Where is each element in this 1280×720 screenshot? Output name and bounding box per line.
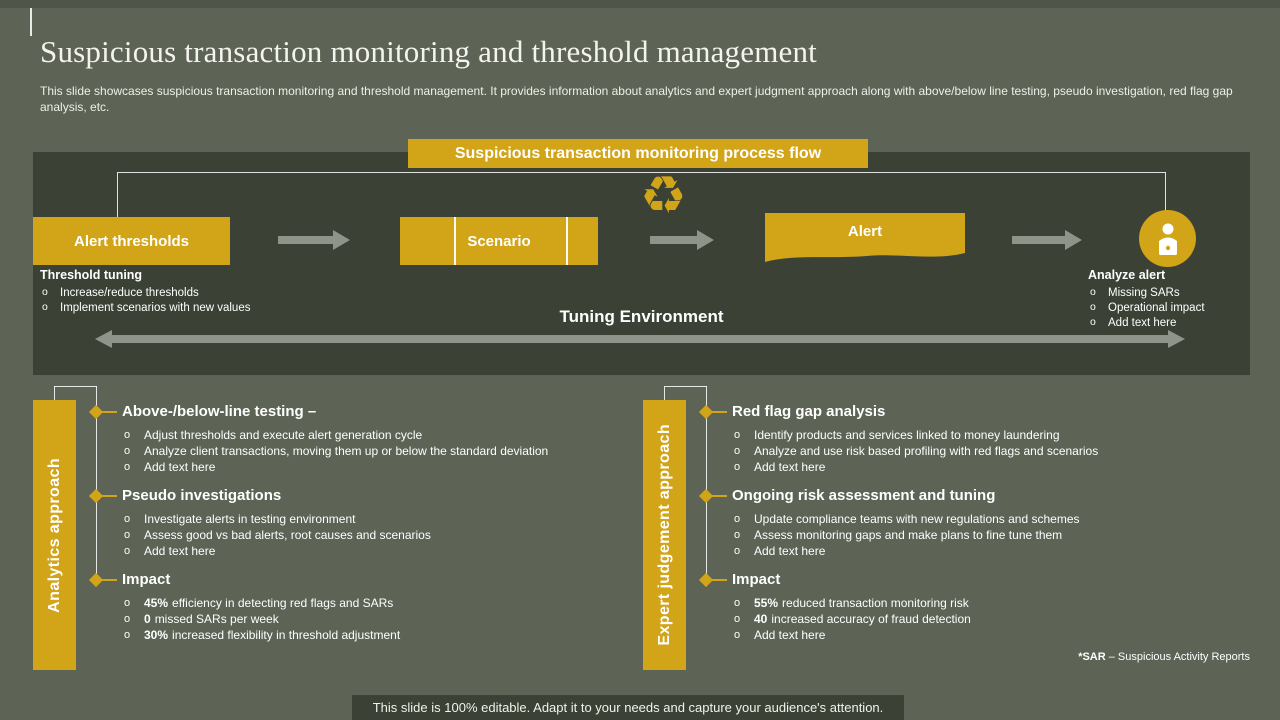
step-alert-thresholds: Alert thresholds	[33, 217, 230, 265]
connector-line	[54, 386, 97, 387]
analyze-alert-title: Analyze alert	[1088, 268, 1166, 282]
bullet-item: Adjust thresholds and execute alert gene…	[122, 427, 627, 443]
arrow-shaft	[1012, 236, 1066, 244]
bullet-item: Identify products and services linked to…	[732, 427, 1252, 443]
arrow-shaft	[650, 236, 698, 244]
bullet-item: Assess good vs bad alerts, root causes a…	[122, 527, 627, 543]
arrow-head-left	[95, 330, 112, 348]
section-impact-expert: Impact 55%reduced transaction monitoring…	[732, 571, 1252, 643]
section-ongoing-risk-assessment: Ongoing risk assessment and tuning Updat…	[732, 487, 1252, 559]
section-above-below-line-testing: Above-/below-line testing – Adjust thres…	[122, 403, 627, 475]
tuning-environment-label: Tuning Environment	[559, 307, 724, 326]
diamond-marker	[88, 572, 104, 588]
scenario-decor-line	[566, 217, 568, 265]
bullet-item: Implement scenarios with new values	[40, 300, 340, 316]
marker-dash	[102, 411, 117, 413]
bullet-item: Add text here	[122, 543, 627, 559]
alert-flag-shape	[765, 213, 965, 262]
arrow-head	[1065, 230, 1082, 250]
scenario-decor-line	[454, 217, 456, 265]
marker-dash	[712, 579, 727, 581]
section-heading: Impact	[732, 571, 781, 588]
sar-footnote-text: – Suspicious Activity Reports	[1105, 651, 1250, 663]
bullet-item: 55%reduced transaction monitoring risk	[732, 595, 1252, 611]
bullet-item: Add text here	[732, 459, 1252, 475]
section-red-flag-gap-analysis: Red flag gap analysis Identify products …	[732, 403, 1252, 475]
marker-dash	[712, 411, 727, 413]
bullet-item: Add text here	[732, 627, 1252, 643]
arrow-head	[697, 230, 714, 250]
bullet-item: Investigate alerts in testing environmen…	[122, 511, 627, 527]
bullet-item: Increase/reduce thresholds	[40, 285, 340, 301]
connector-line	[96, 386, 97, 580]
page-description: This slide showcases suspicious transact…	[40, 84, 1233, 114]
flow-connector-line	[117, 172, 1166, 218]
arrow-head-right	[1168, 330, 1185, 348]
arrow-shaft	[278, 236, 334, 244]
threshold-tuning-note: Threshold tuning Increase/reduce thresho…	[40, 268, 340, 316]
section-heading: Ongoing risk assessment and tuning	[732, 487, 996, 504]
diamond-marker	[88, 488, 104, 504]
arrow-right-icon	[650, 230, 714, 250]
section-heading: Pseudo investigations	[122, 487, 282, 504]
arrow-head	[333, 230, 350, 250]
threshold-tuning-title: Threshold tuning	[40, 268, 143, 282]
diamond-marker	[698, 488, 714, 504]
recycle-icon: ♻︎	[640, 166, 687, 226]
bullet-item: Analyze client transactions, moving them…	[122, 443, 627, 459]
section-pseudo-investigations: Pseudo investigations Investigate alerts…	[122, 487, 627, 559]
step-alert-label: Alert	[847, 223, 883, 240]
sar-footnote-abbr: *SAR	[1078, 651, 1106, 663]
bullet-item: Missing SARs	[1088, 285, 1258, 301]
arrow-right-icon	[278, 230, 350, 250]
bullet-item: Add text here	[732, 543, 1252, 559]
bullet-item: 45%efficiency in detecting red flags and…	[122, 595, 627, 611]
bullet-item: 30%increased flexibility in threshold ad…	[122, 627, 627, 643]
process-flow-banner: Suspicious transaction monitoring proces…	[408, 139, 868, 168]
arrow-shaft	[111, 335, 1169, 343]
person-at-podium-icon	[1158, 223, 1177, 255]
step-alert: Alert	[765, 213, 965, 265]
diamond-marker	[88, 404, 104, 420]
diamond-marker	[698, 572, 714, 588]
section-impact-analytics: Impact 45%efficiency in detecting red fl…	[122, 571, 627, 643]
arrow-right-icon	[1012, 230, 1082, 250]
sar-footnote: *SAR – Suspicious Activity Reports	[1078, 651, 1250, 663]
page-title: Suspicious transaction monitoring and th…	[40, 34, 817, 69]
marker-dash	[102, 579, 117, 581]
section-heading: Red flag gap analysis	[732, 403, 886, 420]
section-heading: Above-/below-line testing –	[122, 403, 317, 420]
step-alert-thresholds-label: Alert thresholds	[73, 232, 190, 250]
step-scenario: Scenario	[400, 217, 598, 265]
bullet-item: Add text here	[1088, 315, 1258, 331]
analyze-alert-note: Analyze alert Missing SARs Operational i…	[1088, 268, 1258, 331]
bullet-item: Analyze and use risk based profiling wit…	[732, 443, 1252, 459]
marker-dash	[102, 495, 117, 497]
connector-line	[706, 386, 707, 580]
expert-judgement-approach-bar: Expert judgement approach	[643, 400, 686, 670]
corner-accent	[30, 8, 32, 36]
section-heading: Impact	[122, 571, 171, 588]
connector-line	[664, 386, 707, 387]
diamond-marker	[698, 404, 714, 420]
connector-line	[54, 386, 55, 400]
analytics-approach-label: Analytics approach	[45, 457, 63, 613]
marker-dash	[712, 495, 727, 497]
analyst-icon	[1139, 210, 1196, 267]
connector-line	[664, 386, 665, 400]
bullet-item: Add text here	[122, 459, 627, 475]
bullet-item: Update compliance teams with new regulat…	[732, 511, 1252, 527]
step-scenario-label: Scenario	[467, 232, 531, 250]
bullet-item: Operational impact	[1088, 300, 1258, 316]
editable-note-bar: This slide is 100% editable. Adapt it to…	[352, 695, 904, 720]
top-shade	[0, 0, 1280, 8]
double-arrow-icon	[95, 330, 1185, 348]
bullet-item: Assess monitoring gaps and make plans to…	[732, 527, 1252, 543]
expert-judgement-approach-label: Expert judgement approach	[655, 424, 673, 646]
analytics-approach-bar: Analytics approach	[33, 400, 76, 670]
